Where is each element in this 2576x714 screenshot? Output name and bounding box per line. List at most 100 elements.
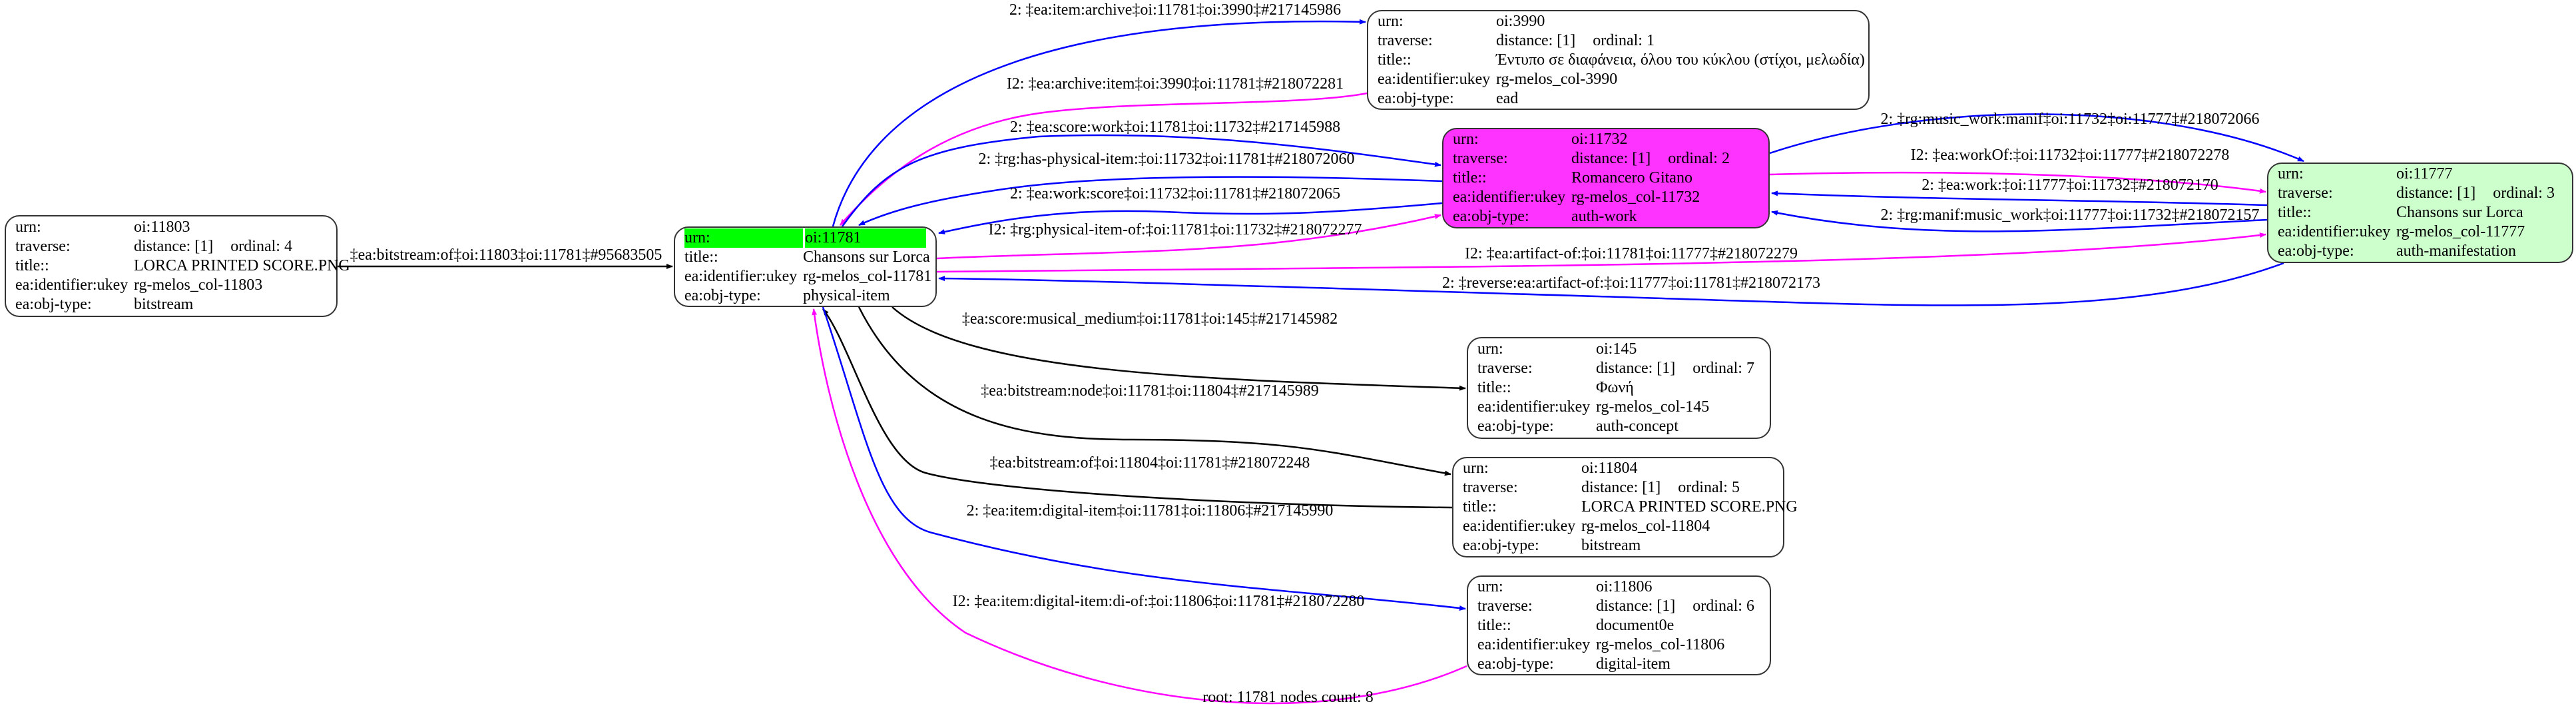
field-key: ea:obj-type: — [1477, 655, 1554, 673]
node-row-title: title::LORCA PRINTED SCORE.PNG — [15, 256, 350, 276]
node-row-title: title::document0e — [1477, 616, 1760, 635]
field-value-urn: oi:11804 — [1581, 460, 1638, 477]
field-key: urn: — [1463, 460, 1489, 477]
edge-label: I2: ‡rg:physical-item-of:‡oi:11781‡oi:11… — [988, 221, 1362, 238]
field-value-urn: oi:11806 — [1596, 577, 1653, 595]
edge-8 — [1769, 171, 2266, 194]
field-key: ea:identifier:ukey — [15, 276, 129, 294]
field-key: title:: — [1378, 51, 1412, 69]
node-row-urn: urn: oi:11806 — [1477, 577, 1760, 597]
field-value-ukey: rg-melos_col-11732 — [1571, 188, 1700, 206]
traverse-distance: distance: [1] — [1571, 150, 1651, 167]
traverse-ordinal: ordinal: 2 — [1668, 150, 1730, 167]
field-value-type: digital-item — [1596, 655, 1671, 673]
field-key: title:: — [15, 257, 49, 274]
field-key: traverse: — [1453, 150, 1508, 167]
field-key: ea:identifier:ukey — [1463, 518, 1576, 535]
field-value-type: auth-work — [1571, 208, 1637, 225]
field-value-urn: oi:11781 — [805, 228, 862, 246]
edge-label: 2: ‡ea:score:work‡oi:11781‡oi:11732‡#217… — [1010, 119, 1340, 136]
traverse-distance: distance: [1] — [134, 238, 214, 255]
traverse-ordinal: ordinal: 5 — [1678, 479, 1740, 496]
field-value-urn: oi:3990 — [1496, 12, 1545, 30]
field-key: ea:obj-type: — [1463, 537, 1539, 554]
edge-label: 2: ‡reverse:ea:artifact-of:‡oi:11777‡oi:… — [1442, 274, 1820, 292]
field-value-urn: oi:11732 — [1571, 131, 1628, 148]
node-row-ukey: ea:identifier:ukey rg-melos_col-11803 — [15, 276, 327, 295]
edge-15 — [822, 308, 1453, 509]
graph-node[interactable]: urn: oi:11806 traverse:distance: [1]ordina… — [1467, 575, 1771, 675]
edge-label: ‡ea:bitstream:node‡oi:11781‡oi:11804‡#21… — [981, 382, 1319, 400]
edge-4 — [858, 176, 1443, 226]
field-key: traverse: — [15, 238, 71, 255]
field-key: urn: — [1378, 12, 1404, 30]
edge-7 — [1769, 113, 2304, 163]
field-value-type: physical-item — [803, 286, 890, 304]
traverse-distance: distance: [1] — [1496, 31, 1576, 49]
edge-label: I2: ‡ea:item:digital-item:di-of:‡oi:1180… — [953, 593, 1365, 610]
traverse-ordinal: ordinal: 4 — [230, 238, 292, 255]
node-row-urn: urn: oi:11732 — [1453, 130, 1759, 149]
node-row-type: ea:obj-type:bitstream — [1463, 536, 1774, 555]
field-key: ea:identifier:ukey — [684, 267, 798, 285]
node-row-traverse: traverse:distance: [1]ordinal: 6 — [1477, 597, 1760, 616]
node-row-ukey: ea:identifier:ukey rg-melos_col-11732 — [1453, 188, 1759, 207]
edge-10 — [1771, 210, 2268, 232]
field-value-ukey: rg-melos_col-11806 — [1596, 635, 1725, 653]
edge-11 — [936, 232, 2266, 273]
field-value-ukey: rg-melos_col-11804 — [1581, 518, 1710, 535]
edge-6 — [936, 214, 1441, 260]
field-key: ea:identifier:ukey — [1453, 188, 1566, 206]
edge-label: 2: ‡ea:item:digital-item‡oi:11781‡oi:118… — [967, 502, 1334, 520]
node-row-traverse: traverse: distance: [1] ordinal: 4 — [15, 237, 327, 256]
field-key: title:: — [1477, 379, 1511, 396]
edge-label: 2: ‡ea:item:archive‡oi:11781‡oi:3990‡#21… — [1009, 1, 1341, 19]
edge-label: 2: ‡rg:has-physical-item:‡oi:11732‡oi:11… — [978, 151, 1354, 168]
traverse-ordinal: ordinal: 1 — [1593, 31, 1655, 49]
field-value-ukey: rg-melos_col-11803 — [134, 276, 263, 294]
graph-node[interactable]: urn: oi:11732 traverse: distance: [1] ordina… — [1442, 128, 1770, 228]
field-key: urn: — [1477, 577, 1503, 595]
edge-label: I2: ‡ea:artifact-of:‡oi:11781‡oi:11777‡#… — [1465, 245, 1798, 262]
field-key: ea:obj-type: — [1378, 89, 1454, 107]
field-key: urn: — [1453, 131, 1479, 148]
node-row-type: ea:obj-type:ead — [1378, 89, 1859, 109]
graph-node[interactable]: urn: oi:3990 traverse: distance: [1] ordinal… — [1367, 10, 1870, 110]
field-value-type: auth-manifestation — [2396, 242, 2516, 260]
node-row-traverse: traverse:distance: [1]ordinal: 3 — [2278, 184, 2563, 203]
edge-14 — [858, 306, 1451, 476]
field-value-urn: oi:11803 — [134, 218, 190, 236]
field-key: ea:obj-type: — [684, 286, 761, 304]
field-key: title:: — [684, 248, 718, 266]
field-value-title: document0e — [1596, 616, 1674, 634]
field-key: ea:obj-type: — [2278, 242, 2354, 260]
field-key: title:: — [1463, 498, 1497, 516]
node-row-title: title::Έντυπο σε διαφάνεια, όλου του κύκ… — [1378, 51, 1865, 70]
field-value-ukey: rg-melos_col-145 — [1596, 398, 1710, 416]
field-value-type: bitstream — [134, 296, 194, 313]
node-row-traverse: traverse:distance: [1]ordinal: 5 — [1463, 478, 1774, 498]
field-key: traverse: — [1378, 31, 1433, 49]
edge-label: 2: ‡ea:work:‡oi:11777‡oi:11732‡#21807217… — [1922, 177, 2218, 194]
field-key: traverse: — [1463, 479, 1518, 496]
edge-label: ‡ea:bitstream:of‡oi:11803‡oi:11781‡#9568… — [350, 246, 662, 264]
node-row-traverse: traverse: distance: [1] ordinal: 1 — [1378, 31, 1859, 51]
node-row-urn: urn:oi:145 — [1477, 340, 1760, 359]
traverse-ordinal: ordinal: 3 — [2493, 184, 2555, 202]
field-value-title: Romancero Gitano — [1571, 169, 1692, 186]
node-row-type: ea:obj-type: digital-item — [1477, 655, 1760, 674]
edge-label: ‡ea:bitstream:of‡oi:11804‡oi:11781‡#2180… — [990, 454, 1310, 472]
edge-label: 2: ‡ea:work:score‡oi:11732‡oi:11781‡#218… — [1010, 185, 1340, 202]
edge-13 — [892, 306, 1466, 391]
field-value-ukey: rg-melos_col-11781 — [803, 267, 932, 285]
edge-16 — [822, 306, 1466, 611]
